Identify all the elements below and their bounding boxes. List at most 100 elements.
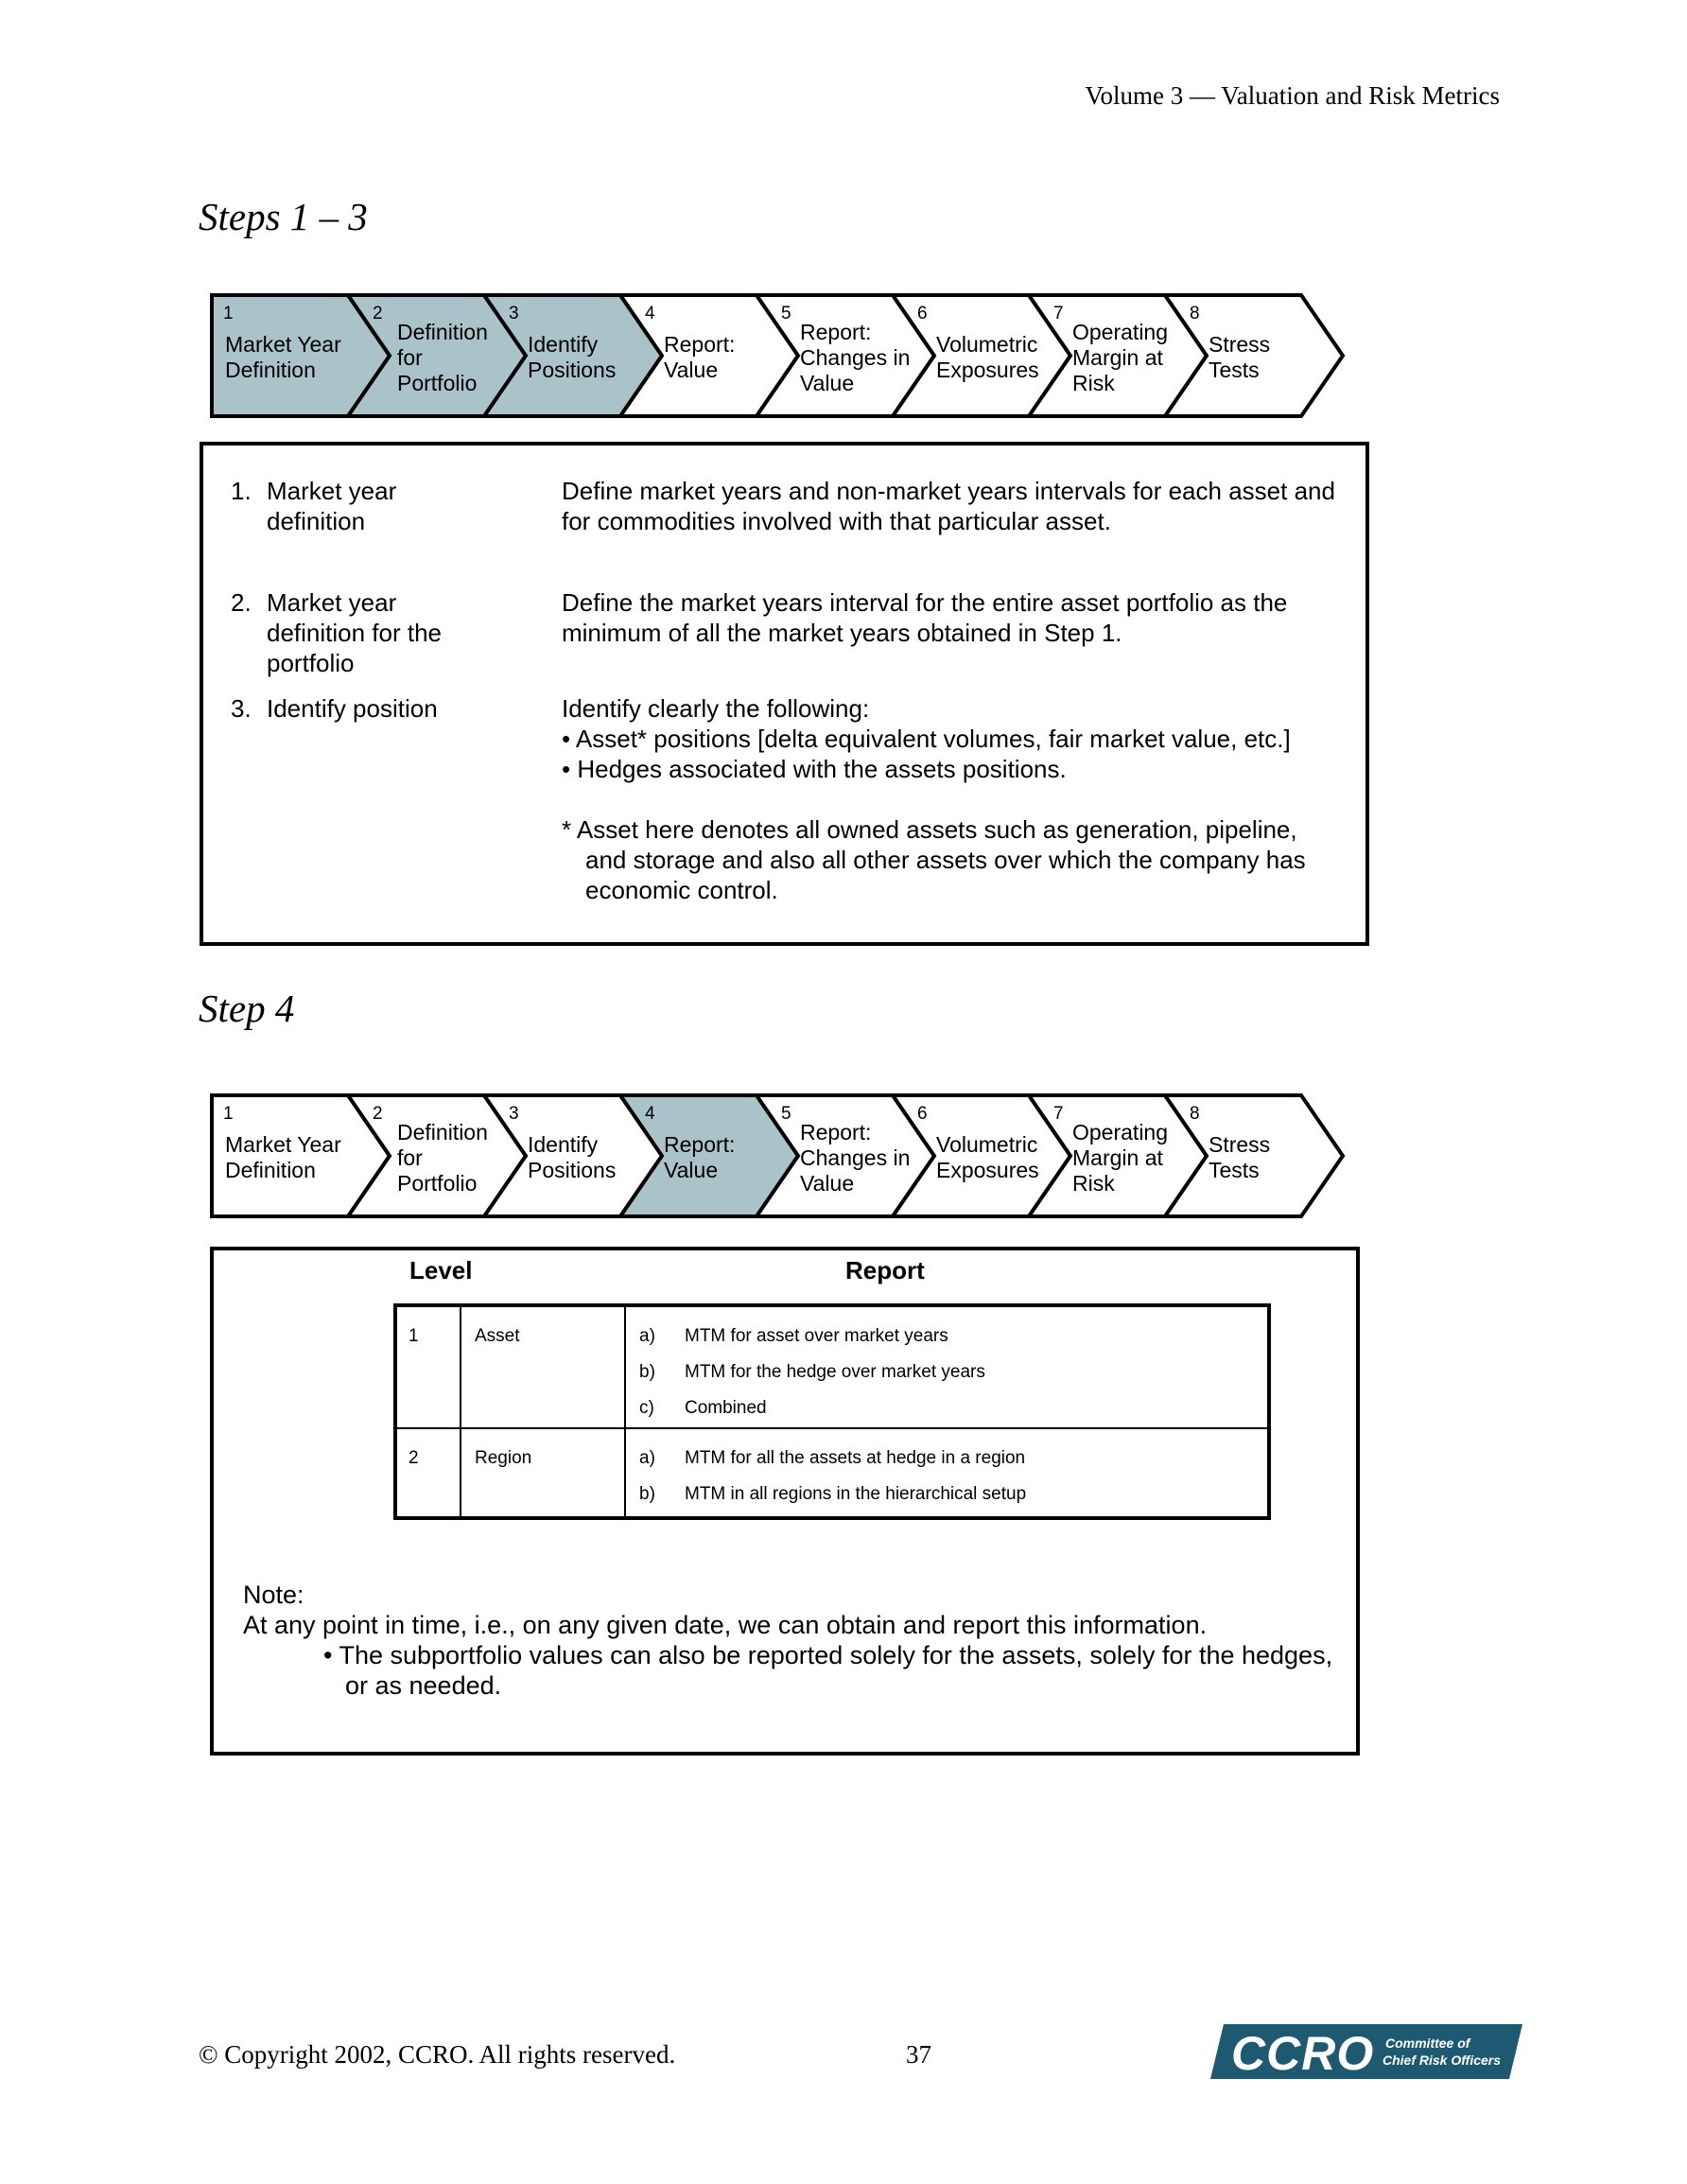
report-item: Combined <box>685 1398 767 1418</box>
level-number: 2 <box>409 1448 419 1468</box>
flow-step-label-line: for <box>397 1144 423 1170</box>
table-divider <box>624 1307 626 1516</box>
flow-step-chevron <box>1161 1093 1346 1218</box>
note-bullet-line: or as needed. <box>345 1671 502 1700</box>
def-term-portfolio: Market year definition for the portfolio <box>267 587 442 678</box>
note-line: At any point in time, i.e., on any given… <box>243 1611 1208 1639</box>
def-term-line: Market year <box>267 588 397 617</box>
flow-step-label-line: Tests <box>1209 358 1260 382</box>
flow-step-label-line: Exposures <box>936 1158 1039 1182</box>
def-term-market-year: Market year definition <box>267 476 396 536</box>
report-item-letter: c) <box>639 1398 654 1418</box>
flow-step-label-line: Operating <box>1072 1119 1169 1144</box>
logo-tagline: Committee of <box>1385 2035 1471 2051</box>
note-bullet-line: • The subportfolio values can also be re… <box>323 1641 1333 1669</box>
def-number: 1. <box>231 477 252 505</box>
flow-step-label-line: Value <box>800 1170 855 1196</box>
def-desc-bullet: • Asset* positions [delta equivalent vol… <box>562 725 1291 753</box>
flow-step-label-line: Definition <box>225 358 316 382</box>
flow-step-number: 8 <box>1190 1104 1200 1124</box>
flow-step-label-line: Operating <box>1072 319 1169 344</box>
flow-step-label-line: Portfolio <box>397 370 478 395</box>
flow-step-number: 3 <box>509 304 519 323</box>
footnote-line: * Asset here denotes all owned assets su… <box>562 815 1297 844</box>
def-desc-bullet: • Hedges associated with the assets posi… <box>562 755 1067 783</box>
ccro-logo: CCRO Committee of Chief Risk Officers <box>1210 2024 1522 2084</box>
report-item-letter: b) <box>639 1484 655 1504</box>
report-item-letter: a) <box>639 1448 655 1468</box>
flow-step-number: 7 <box>1053 1104 1064 1124</box>
asset-footnote: * Asset here denotes all owned assets su… <box>562 814 1306 905</box>
flow-step-label-line: Value <box>664 1158 719 1182</box>
flow-step-number: 7 <box>1053 304 1064 323</box>
flow-step-label-line: Positions <box>528 1158 617 1182</box>
def-term-line: definition for the <box>267 619 443 647</box>
flow-step-label-line: Report: <box>664 332 736 357</box>
report-column-header: Report <box>845 1256 925 1284</box>
level-column-header: Level <box>409 1256 473 1284</box>
table-divider <box>397 1427 1267 1429</box>
flow-step-label-line: Market Year <box>225 332 341 357</box>
flow-step-label-line: Report: <box>800 319 872 344</box>
flow-step-chevron <box>1161 293 1346 418</box>
def-desc-market-year: Define market years and non-market years… <box>562 476 1335 536</box>
flow-step-number: 5 <box>781 1104 791 1124</box>
section-title-step-4: Step 4 <box>199 987 295 1030</box>
flow-step-label: Report:Value <box>664 332 735 383</box>
footnote-line: economic control. <box>585 876 778 904</box>
def-desc-line: for commodities involved with that parti… <box>562 507 1111 535</box>
flow-step-number: 6 <box>917 304 928 323</box>
flow-step-label-line: Definition <box>397 1119 488 1144</box>
copyright-notice: © Copyright 2002, CCRO. All rights reser… <box>199 2040 676 2069</box>
flow-step-number: 1 <box>223 304 234 323</box>
flow-step-label-line: Identify <box>528 1132 599 1157</box>
def-desc-line: Identify clearly the following: <box>562 694 870 723</box>
page-number: 37 <box>906 2040 931 2069</box>
flow-step-label-line: Changes in <box>800 344 911 370</box>
flow-step-label-line: Positions <box>528 358 617 382</box>
def-desc-line: Define the market years interval for the… <box>562 588 1288 617</box>
flow-step-label-line: Report: <box>664 1132 736 1157</box>
flow-step-label-line: Market Year <box>225 1132 341 1157</box>
flow-step-label-line: Margin at <box>1072 344 1163 370</box>
level-number: 1 <box>409 1326 419 1346</box>
logo-tagline: Chief Risk Officers <box>1383 2053 1501 2068</box>
section-title-steps-1-3: Steps 1 – 3 <box>199 195 368 238</box>
report-item: MTM for the hedge over market years <box>685 1362 985 1382</box>
level-name: Region <box>475 1448 532 1468</box>
flow-step-number: 4 <box>645 1104 655 1124</box>
running-header: Volume 3 — Valuation and Risk Metrics <box>1085 81 1500 110</box>
level-name: Asset <box>475 1326 520 1346</box>
flow-step-label-line: Portfolio <box>397 1170 478 1196</box>
flow-step-label-line: Value <box>800 370 855 395</box>
flow-chevrons <box>210 1093 1346 1218</box>
report-item: MTM in all regions in the hierarchical s… <box>685 1484 1027 1504</box>
flow-step-label-line: Value <box>664 358 719 382</box>
note-label: Note: <box>243 1581 304 1609</box>
def-desc-identify-position: Identify clearly the following: • Asset*… <box>562 693 1291 784</box>
def-desc-line: minimum of all the market years obtained… <box>562 619 1122 647</box>
report-level-table: 1 Asset a) MTM for asset over market yea… <box>393 1303 1271 1520</box>
flow-step-label-line: Stress <box>1209 332 1271 357</box>
flow-step-label-line: Definition <box>397 319 488 344</box>
report-item-letter: a) <box>639 1326 655 1346</box>
flow-step-label-line: Margin at <box>1072 1144 1163 1170</box>
flow-step-label-line: for <box>397 344 423 370</box>
def-number: 2. <box>231 588 252 617</box>
flow-step-label: Report:Value <box>664 1132 735 1183</box>
report-item-letter: b) <box>639 1362 655 1382</box>
flow-step-number: 2 <box>373 304 383 323</box>
note-bullet: • The subportfolio values can also be re… <box>323 1640 1332 1701</box>
